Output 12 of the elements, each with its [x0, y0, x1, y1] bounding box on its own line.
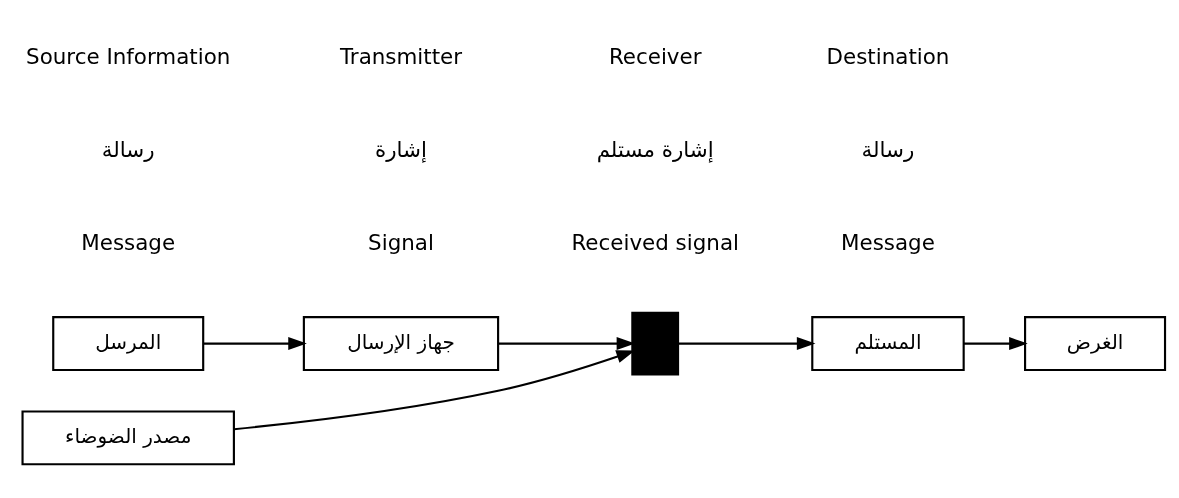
label: Signal — [368, 230, 434, 256]
label: رسالة — [861, 137, 915, 163]
label: إشارة مستلم — [596, 137, 714, 163]
label: Received signal — [571, 230, 739, 256]
label: Message — [841, 230, 935, 256]
label: Message — [81, 230, 176, 256]
label: Transmitter — [339, 44, 463, 70]
label: إشارة — [375, 137, 427, 163]
label: رسالة — [101, 137, 155, 163]
label: Receiver — [608, 44, 702, 70]
label: Source Information — [26, 44, 231, 70]
label: Destination — [826, 44, 950, 70]
